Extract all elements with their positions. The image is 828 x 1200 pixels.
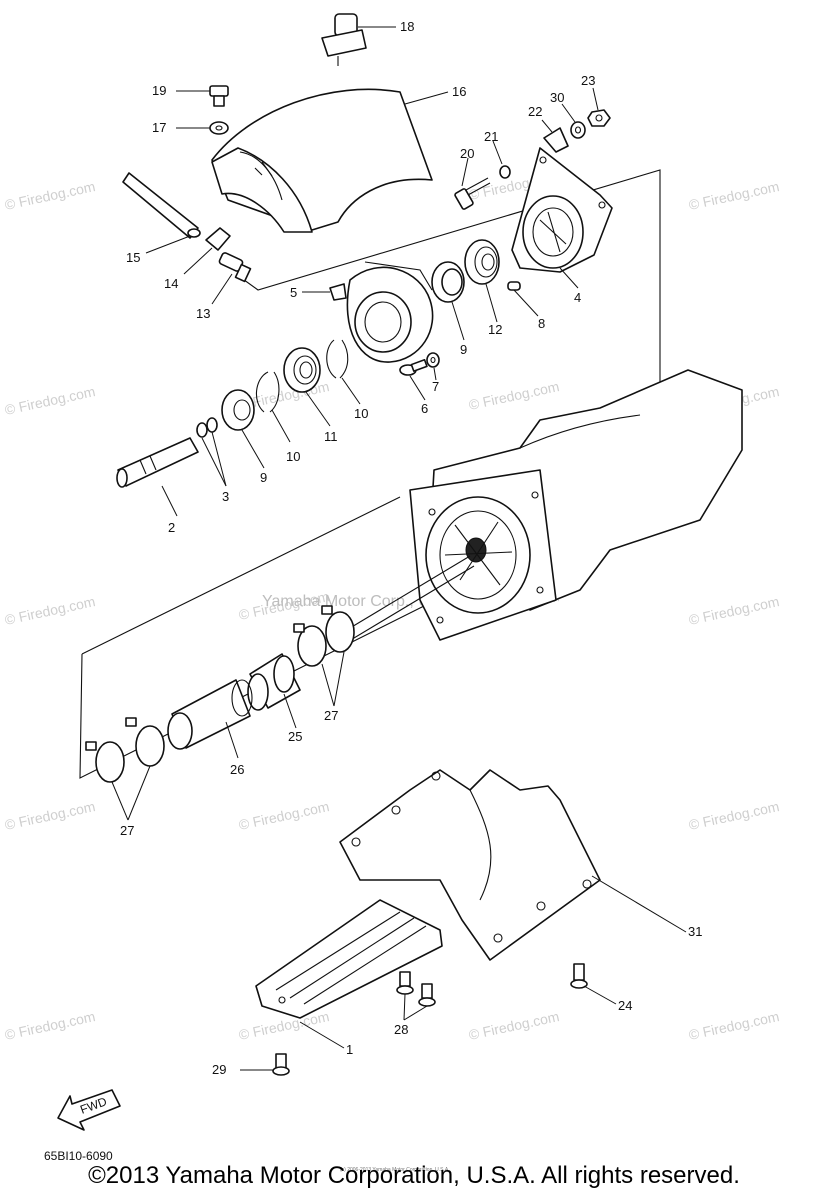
watermark-text: © Firedog.com: [3, 383, 96, 418]
callout-2: 2: [168, 520, 175, 535]
part-16-cover: [211, 88, 433, 233]
part-9-seal-upper: [431, 261, 465, 303]
callout-22: 22: [528, 104, 542, 119]
callout-16: 16: [452, 84, 466, 99]
part-25-damper: [247, 653, 301, 711]
callout-28: 28: [394, 1022, 408, 1037]
part-2-shaft: [116, 437, 199, 488]
part-20-bolt: [454, 177, 491, 210]
callout-6: 6: [421, 401, 428, 416]
part-11-bearing: [283, 347, 321, 393]
part-17-collar: [209, 121, 229, 135]
leader-lines: [111, 26, 687, 1071]
fwd-arrow: FWD: [57, 1089, 121, 1131]
callout-12: 12: [488, 322, 502, 337]
part-14-clip: [205, 227, 231, 251]
watermark-text: © Firedog.com: [687, 593, 780, 628]
part-15-hose: [122, 172, 201, 239]
callout-8: 8: [538, 316, 545, 331]
callout-10-upper: 10: [354, 406, 368, 421]
callout-18: 18: [400, 19, 414, 34]
center-watermark: Yamaha Motor Corp., U.S.A.: [262, 593, 464, 610]
callout-17: 17: [152, 120, 166, 135]
callout-7: 7: [432, 379, 439, 394]
part-30-washer: [570, 121, 586, 139]
drawing-code: 65BI10-6090: [44, 1149, 113, 1163]
watermark-text: © Firedog.com: [3, 1008, 96, 1043]
bearing-housing: [346, 261, 434, 363]
callout-9-lower: 9: [260, 470, 267, 485]
part-31-plate: [339, 769, 601, 961]
part-4-housing-plate: [511, 147, 613, 273]
callout-1: 1: [346, 1042, 353, 1057]
part-26-hose: [167, 679, 253, 750]
callout-20: 20: [460, 146, 474, 161]
callout-31: 31: [688, 924, 702, 939]
callout-27-lower: 27: [120, 823, 134, 838]
tiny-copyright-notice: (c) 2006-2013 Yamaha Motor Corporation, …: [340, 1167, 450, 1173]
callout-21: 21: [484, 129, 498, 144]
part-18-sensor: [321, 13, 367, 66]
callout-26: 26: [230, 762, 244, 777]
part-10-circlip-lower: [256, 371, 280, 413]
part-3-orings: [196, 417, 218, 438]
watermark-text: © Firedog.com: [3, 593, 96, 628]
jet-pump-unit: [409, 369, 743, 641]
callout-30: 30: [550, 90, 564, 105]
watermark-text: © Firedog.com: [3, 798, 96, 833]
callout-labels: 18 19 17 16 15 14 13 5 6 7 8 9 12 4 20 2…: [120, 19, 702, 1077]
part-7-washer: [426, 352, 440, 368]
watermark-text: © Firedog.com: [687, 178, 780, 213]
callout-27-upper: 27: [324, 708, 338, 723]
watermark-text: © Firedog.com: [467, 378, 560, 413]
callout-4: 4: [574, 290, 581, 305]
part-8-pin: [507, 281, 521, 291]
copyright-footer: ©2013 Yamaha Motor Corporation, U.S.A. A…: [88, 1162, 740, 1189]
callout-15: 15: [126, 250, 140, 265]
part-22-bracket: [543, 127, 569, 153]
watermark-text: © Firedog.com: [687, 798, 780, 833]
callout-3: 3: [222, 489, 229, 504]
callout-19: 19: [152, 83, 166, 98]
part-27-clamps-lower: [85, 717, 165, 783]
watermark-text: © Firedog.com: [687, 1008, 780, 1043]
part-10-circlip-upper: [326, 339, 349, 379]
watermark-text: © Firedog.com: [3, 178, 96, 213]
part-9-seal-lower: [221, 389, 255, 431]
part-29-bolt: [272, 1053, 290, 1076]
part-12-bearing: [464, 239, 500, 285]
assembly-frame: [79, 169, 661, 779]
part-27-clamps-upper: [293, 605, 355, 667]
part-13-nipple: [218, 252, 252, 283]
part-19-bolt: [209, 85, 229, 107]
callout-24: 24: [618, 998, 632, 1013]
part-5-clip: [329, 283, 347, 301]
callout-23: 23: [581, 73, 595, 88]
callout-25: 25: [288, 729, 302, 744]
callout-13: 13: [196, 306, 210, 321]
callout-11: 11: [324, 429, 338, 444]
part-1-intake-grate: [255, 899, 443, 1019]
part-6-bolt: [399, 358, 428, 376]
watermark-text: © Firedog.com: [237, 798, 330, 833]
callout-29: 29: [212, 1062, 226, 1077]
part-23-nut: [587, 109, 611, 127]
part-24-bolt: [570, 963, 588, 989]
part-21-washer: [499, 165, 511, 179]
callout-5: 5: [290, 285, 297, 300]
callout-10-lower: 10: [286, 449, 300, 464]
watermark-text: © Firedog.com: [467, 1008, 560, 1043]
callout-9-upper: 9: [460, 342, 467, 357]
part-28-bolts: [396, 971, 436, 1007]
callout-14: 14: [164, 276, 178, 291]
